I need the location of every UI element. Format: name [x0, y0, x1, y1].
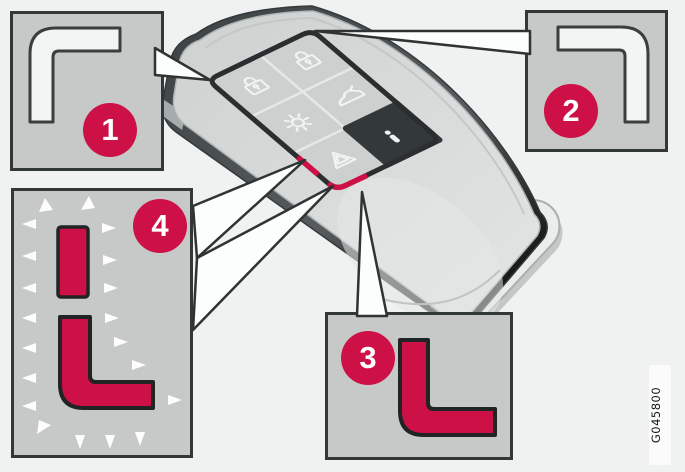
warning-triangle-icon	[331, 151, 357, 170]
side-notch	[160, 100, 186, 130]
flashing-red-indicator-glyph	[22, 196, 182, 449]
red-indicator-corner	[326, 172, 369, 191]
corner-top-left-glyph	[28, 26, 122, 124]
callout-box-4: 4	[11, 188, 193, 458]
padlock-closed-icon	[243, 77, 270, 96]
padlock-open-icon	[294, 51, 322, 71]
lower-seam	[377, 269, 501, 306]
figure-code-label: G045800	[649, 365, 671, 465]
button-panel	[208, 30, 443, 191]
callout-box-2: 2	[525, 10, 668, 152]
callout-badge-4: 4	[133, 199, 187, 253]
blink-ticks	[22, 196, 182, 449]
corner-top-right-glyph	[556, 25, 650, 124]
car-boot-icon	[338, 85, 367, 107]
callout-box-3: 3	[325, 312, 513, 460]
callout-box-1: 1	[10, 11, 164, 171]
corner-bottom-red-glyph	[398, 338, 497, 437]
callout-badge-1: 1	[83, 103, 137, 157]
light-rays-icon	[283, 113, 313, 132]
info-icon	[384, 130, 400, 143]
callout-badge-3: 3	[341, 331, 395, 385]
callout-badge-2: 2	[544, 84, 598, 138]
